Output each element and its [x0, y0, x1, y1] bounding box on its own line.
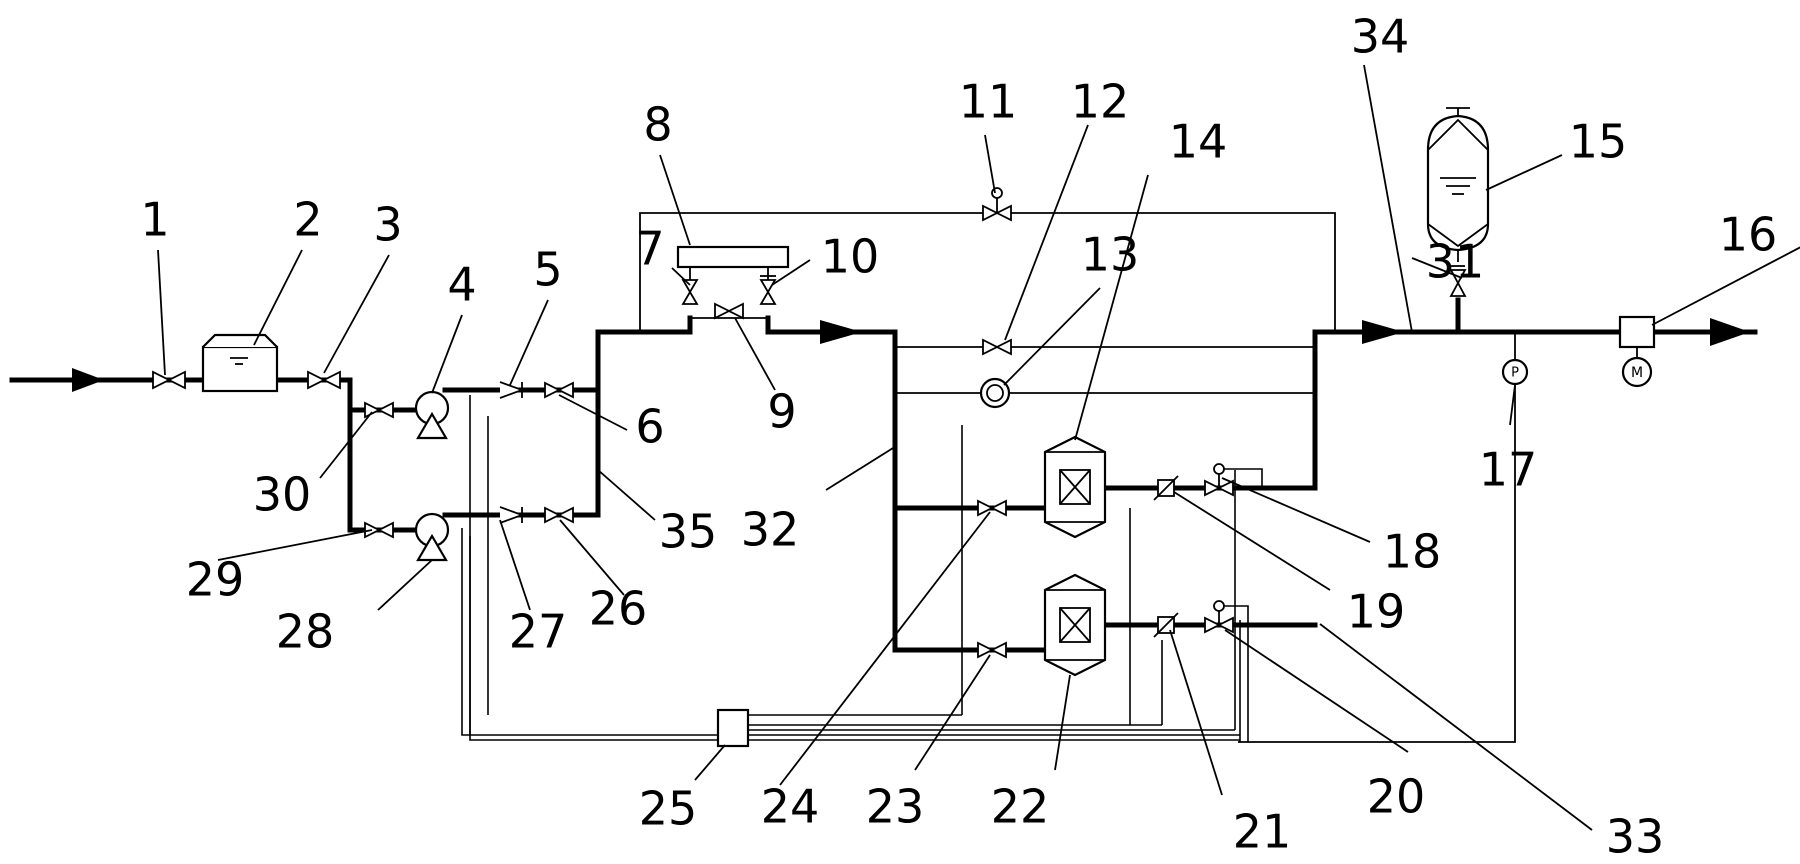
valve-10	[759, 267, 777, 305]
pressure-vessel-15	[1426, 107, 1490, 262]
outlet-header-arrow	[1362, 320, 1404, 344]
label-27: 27	[509, 605, 568, 659]
label-4: 4	[447, 258, 476, 312]
reactor-22	[1043, 573, 1107, 677]
pressure-mark: P	[1511, 366, 1519, 381]
flow-meter-16	[1618, 315, 1656, 357]
label-22: 22	[991, 780, 1050, 834]
label-30: 30	[253, 468, 312, 522]
check-valve-27	[499, 506, 525, 524]
inlet-arrow	[72, 368, 104, 392]
label-35: 35	[659, 505, 718, 559]
label-26: 26	[589, 582, 648, 636]
valve-6	[544, 381, 574, 399]
label-28: 28	[276, 605, 335, 659]
valve-3	[307, 370, 341, 390]
signal-lines	[461, 395, 1241, 742]
raw-water-tank	[201, 333, 279, 393]
pressure-gauge-17: P	[1501, 358, 1529, 386]
valve-24	[977, 499, 1007, 517]
header-arrow	[820, 320, 862, 344]
label-5: 5	[533, 243, 562, 297]
sensor-21	[1153, 612, 1179, 638]
product-outlet-arrow	[1710, 318, 1750, 346]
sensor-19	[1153, 475, 1179, 501]
label-10: 10	[821, 230, 880, 284]
label-21: 21	[1233, 805, 1292, 859]
label-15: 15	[1569, 115, 1628, 169]
part-labels: 1 2 3 4 5 6 7 8 9 10 11 12 13 14 15 16 1…	[140, 10, 1777, 864]
label-3: 3	[373, 198, 402, 252]
label-20: 20	[1367, 770, 1426, 824]
valve-9	[690, 302, 768, 320]
valve-23	[977, 641, 1007, 659]
label-29: 29	[186, 553, 245, 607]
valve-12	[982, 338, 1012, 356]
valve-26	[544, 506, 574, 524]
label-25: 25	[639, 782, 698, 836]
label-13: 13	[1081, 228, 1140, 282]
label-19: 19	[1347, 585, 1406, 639]
label-16: 16	[1719, 208, 1778, 262]
valve-20	[1204, 600, 1249, 742]
label-2: 2	[293, 193, 322, 247]
label-9: 9	[767, 385, 796, 439]
header-tank-8	[676, 245, 790, 269]
label-1: 1	[140, 193, 169, 247]
label-33: 33	[1606, 810, 1665, 864]
label-18: 18	[1383, 525, 1442, 579]
meter-mark: M	[1631, 365, 1643, 381]
valve-1	[152, 370, 186, 390]
valve-11	[982, 187, 1012, 222]
valve-30	[364, 401, 394, 419]
valves	[152, 187, 1467, 742]
label-23: 23	[866, 780, 925, 834]
flowmeter-13	[979, 377, 1011, 409]
label-11: 11	[959, 75, 1018, 129]
pump-4	[414, 390, 450, 440]
label-14: 14	[1169, 115, 1228, 169]
reactor-14	[1043, 435, 1107, 539]
leader-lines	[157, 64, 1800, 831]
label-8: 8	[643, 98, 672, 152]
label-12: 12	[1071, 75, 1130, 129]
label-17: 17	[1479, 443, 1538, 497]
label-24: 24	[761, 780, 820, 834]
flow-arrows	[72, 318, 1750, 392]
label-31: 31	[1426, 235, 1485, 289]
label-34: 34	[1351, 10, 1410, 64]
valve-18	[1204, 463, 1263, 497]
valve-7	[681, 267, 699, 305]
label-7: 7	[635, 222, 664, 276]
meter-gauge: M	[1621, 356, 1653, 388]
controller-25	[716, 708, 750, 748]
check-valve-5	[499, 381, 525, 399]
label-32: 32	[741, 503, 800, 557]
label-6: 6	[635, 400, 664, 454]
pump-28	[414, 512, 450, 562]
